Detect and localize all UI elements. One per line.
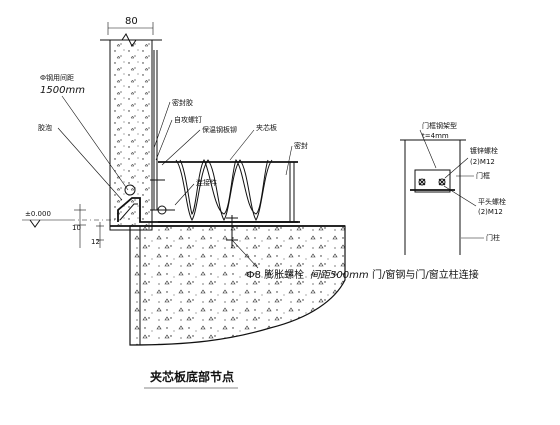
- dim-12-text: 12: [91, 238, 100, 246]
- door-post: [400, 139, 466, 255]
- flashing: [153, 50, 158, 210]
- panel-label: 夹芯板: [256, 123, 277, 132]
- thickness-label: t=4mm: [422, 132, 449, 140]
- insulation-label: 保温钢板铆: [202, 125, 237, 134]
- dim-10-text: 10: [72, 224, 81, 232]
- cap-label: 连接件: [196, 178, 217, 187]
- level-text: ±0.000: [25, 210, 51, 218]
- bolt-bottom-label-1: 平头螺栓: [478, 197, 506, 206]
- door-panel-label: 门框钢架型: [422, 121, 457, 130]
- spacing-label: Ф钢用间距: [40, 73, 74, 82]
- steel-plate: [410, 169, 455, 193]
- dimension-80: 80: [107, 16, 154, 35]
- side-detail-title: 门/窗钢与门/窗立柱连接: [372, 268, 479, 281]
- anchor-bolt-label: Ф8 膨胀螺栓: [246, 268, 304, 281]
- bolt-top-label-2: (2)M12: [470, 158, 495, 166]
- floor-slab: [110, 225, 346, 346]
- side-detail: 门框钢架型 t=4mm 镀锌螺栓 (2)M12 门框 平头螺栓 (2)M12 门…: [372, 121, 506, 281]
- seal-label: 密封: [294, 141, 308, 150]
- door-frame-label: 门框: [476, 171, 490, 180]
- base-sill: [117, 179, 300, 223]
- bolt-bottom-label-2: (2)M12: [478, 208, 503, 216]
- spacing-value: 1500mm: [40, 85, 85, 96]
- wall-column: [100, 33, 162, 231]
- main-detail: 80: [22, 16, 369, 389]
- dimension-80-text: 80: [125, 16, 138, 27]
- bolt-top-label-1: 镀锌螺栓: [470, 146, 498, 155]
- sealant-label: 密封胶: [172, 98, 193, 107]
- level-marker: ±0.000: [22, 210, 120, 228]
- side-labels: 门框钢架型 t=4mm 镀锌螺栓 (2)M12 门框 平头螺栓 (2)M12 门…: [419, 121, 506, 242]
- sandwich-panel: [158, 159, 298, 223]
- main-detail-title: 夹芯板底部节点: [150, 369, 234, 384]
- door-post-label: 门柱: [486, 233, 500, 242]
- foam-label: 胶泡: [38, 123, 52, 132]
- vertical-dimensions: 10 12: [72, 204, 104, 248]
- screw-label: 自攻螺钉: [174, 115, 202, 124]
- anchor-bolt: [226, 215, 259, 269]
- anchor-spacing-label: 间距500mm: [310, 269, 369, 281]
- labels: Ф钢用间距 1500mm 胶泡 密封胶 自攻螺钉 保温钢板铆 夹芯板 密封 连接…: [38, 73, 369, 281]
